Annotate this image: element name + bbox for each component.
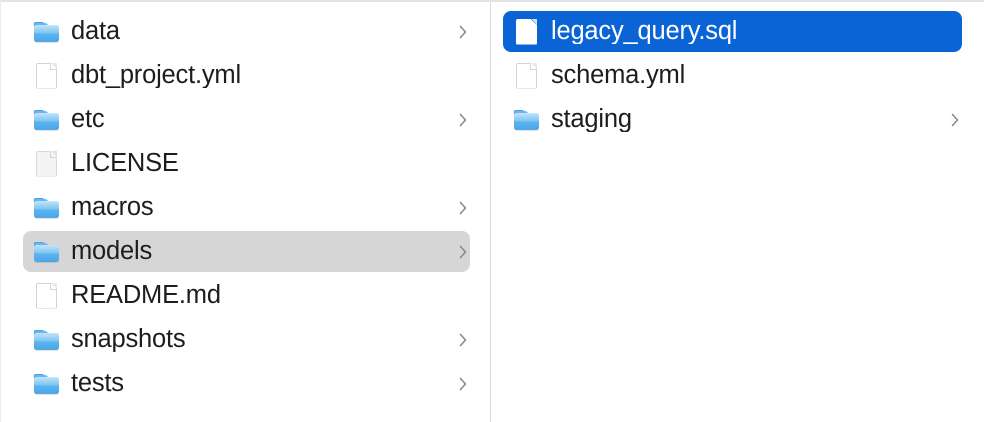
file-row-label: models <box>71 238 153 265</box>
disclosure-chevron-icon[interactable] <box>456 329 470 351</box>
disclosure-chevron-icon[interactable] <box>456 241 470 263</box>
generic-file-icon <box>33 149 59 179</box>
models-column[interactable]: legacy_query.sql schema.yml staging <box>491 2 984 422</box>
disclosure-chevron-icon[interactable] <box>456 109 470 131</box>
file-row[interactable]: models <box>23 231 470 272</box>
file-row-label: schema.yml <box>551 62 686 89</box>
folder-icon <box>513 105 539 135</box>
file-row[interactable]: staging <box>503 99 962 140</box>
disclosure-chevron-icon[interactable] <box>948 109 962 131</box>
file-row[interactable]: schema.yml <box>503 55 962 96</box>
file-row-label: LICENSE <box>71 150 179 177</box>
file-row[interactable]: tests <box>23 363 470 404</box>
file-row-label: dbt_project.yml <box>71 62 241 89</box>
folder-icon <box>33 325 59 355</box>
disclosure-chevron-icon[interactable] <box>456 21 470 43</box>
folder-icon <box>33 237 59 267</box>
folder-icon <box>33 369 59 399</box>
file-row-label: legacy_query.sql <box>551 18 738 45</box>
folder-icon <box>33 193 59 223</box>
file-icon <box>33 61 59 91</box>
file-row-label: README.md <box>71 282 221 309</box>
file-row-label: staging <box>551 106 632 133</box>
disclosure-chevron-icon[interactable] <box>456 197 470 219</box>
file-row-label: snapshots <box>71 326 186 353</box>
file-row[interactable]: data <box>23 11 470 52</box>
file-row[interactable]: snapshots <box>23 319 470 360</box>
file-icon <box>33 281 59 311</box>
file-row[interactable]: dbt_project.yml <box>23 55 470 96</box>
file-row[interactable]: legacy_query.sql <box>503 11 962 52</box>
file-row[interactable]: LICENSE <box>23 143 470 184</box>
file-row-label: etc <box>71 106 105 133</box>
file-icon <box>513 17 539 47</box>
file-row[interactable]: macros <box>23 187 470 228</box>
file-row[interactable]: README.md <box>23 275 470 316</box>
folder-icon <box>33 17 59 47</box>
file-icon <box>513 61 539 91</box>
folder-icon <box>33 105 59 135</box>
file-row-label: macros <box>71 194 154 221</box>
disclosure-chevron-icon[interactable] <box>456 373 470 395</box>
file-row[interactable]: etc <box>23 99 470 140</box>
file-row-label: tests <box>71 370 124 397</box>
file-row-label: data <box>71 18 120 45</box>
